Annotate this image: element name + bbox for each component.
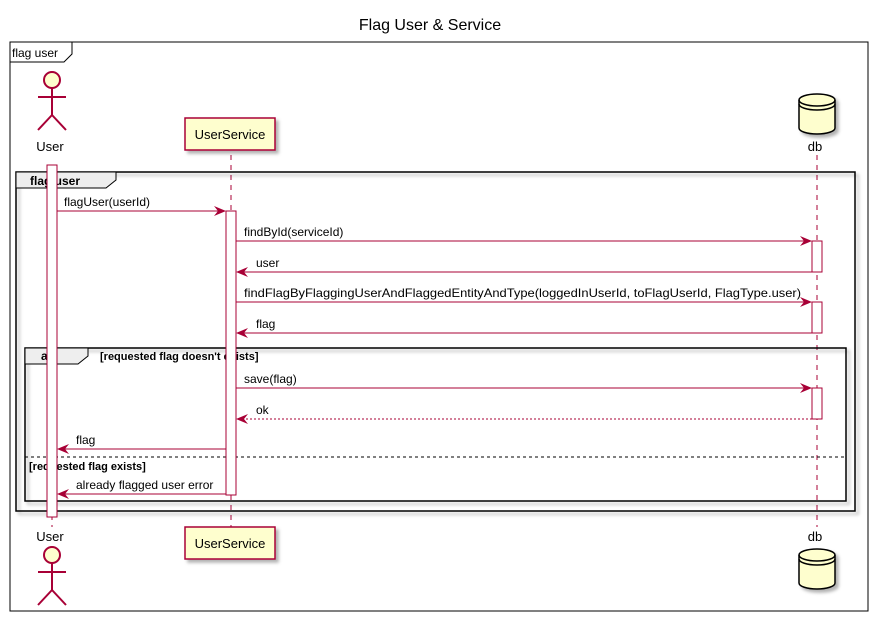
database-icon: [798, 93, 836, 135]
participant-label: db: [808, 139, 822, 154]
participant-user-bottom: User: [36, 529, 67, 606]
participant-user-top: User: [36, 71, 67, 154]
database-icon: [798, 548, 836, 590]
activation-db-3: [811, 387, 823, 420]
message-label: save(flag): [244, 372, 297, 386]
alt-guard-else: [requested flag exists]: [29, 461, 146, 473]
actor-icon: [43, 71, 61, 89]
actor-icon: [43, 546, 61, 564]
outer-frame-label: flag user: [12, 46, 58, 60]
participant-service-top: UserService: [184, 117, 276, 151]
activation-db-2: [811, 301, 823, 334]
activation-user: [46, 164, 58, 518]
messages: flagUser(userId) findById(serviceId) use…: [57, 195, 812, 499]
activation-service: [225, 210, 237, 496]
message-label: flag: [256, 317, 275, 331]
message-label: ok: [256, 403, 270, 417]
participant-service-bottom: UserService: [184, 526, 276, 560]
message-label: findById(serviceId): [244, 225, 343, 239]
participant-label: User: [36, 139, 64, 154]
message-label: user: [256, 256, 279, 270]
message-label: findFlagByFlaggingUserAndFlaggedEntityAn…: [244, 286, 801, 300]
participant-label: User: [36, 529, 64, 544]
alt-guard-main: [requested flag doesn't exists]: [100, 351, 259, 363]
participant-label: UserService: [195, 536, 266, 551]
message-label: flagUser(userId): [64, 195, 150, 209]
participant-label: db: [808, 529, 822, 544]
participant-db-top: db: [798, 93, 836, 154]
participant-label: UserService: [195, 127, 266, 142]
outer-frame: flag user: [9, 41, 869, 612]
activation-bars: [46, 164, 823, 518]
activation-db-1: [811, 240, 823, 273]
message-label: flag: [76, 433, 95, 447]
message-label: already flagged user error: [76, 478, 213, 492]
participant-db-bottom: db: [798, 529, 836, 590]
diagram-title: Flag User & Service: [359, 17, 501, 34]
